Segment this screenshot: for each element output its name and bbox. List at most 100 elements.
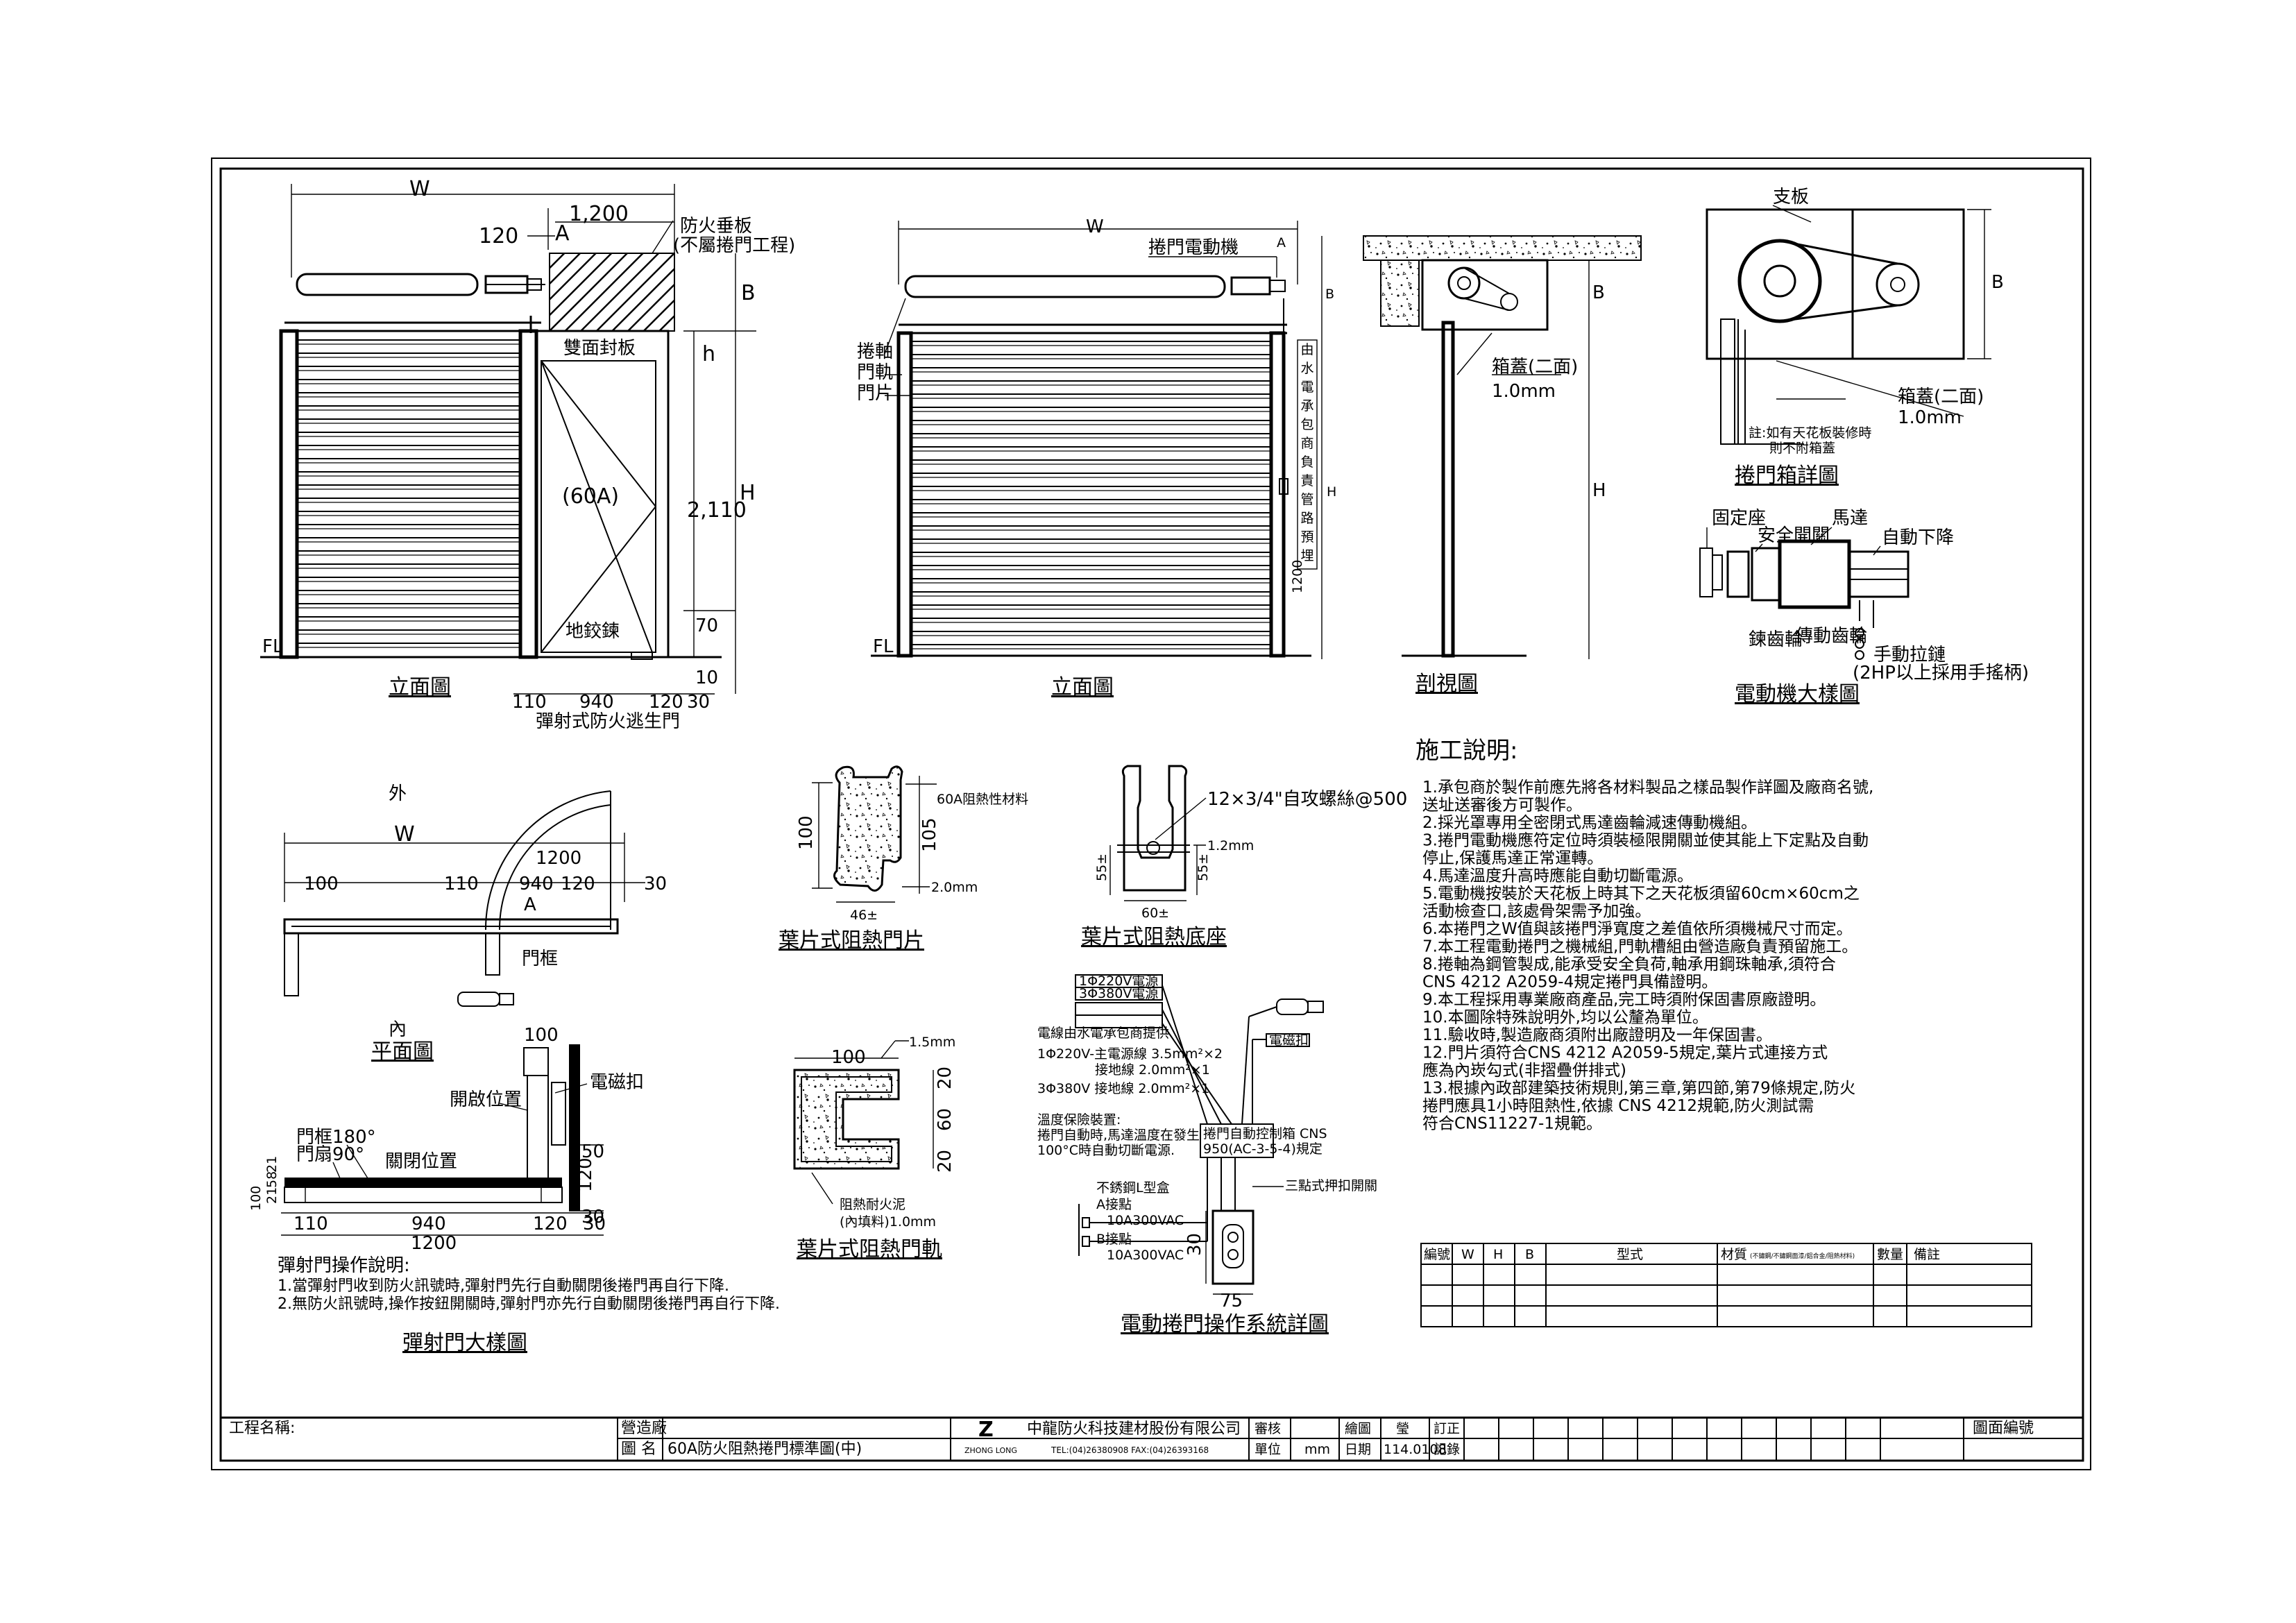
sched-h6: 數量 <box>1877 1247 1903 1262</box>
tb-drawn-by: 瑩 <box>1396 1421 1409 1436</box>
elev-right-power-note: 由水電承包商負責管路預埋 <box>1300 342 1313 563</box>
base-caption: 葉片式阻熱底座 <box>1081 925 1227 949</box>
note-line: 1.承包商於製作前應先將各材料製品之樣品製作詳圖及廠商名號, <box>1422 779 1873 797</box>
slat-caption: 葉片式阻熱門片 <box>779 928 924 953</box>
spring-v100: 100 <box>248 1186 264 1211</box>
tb-record: 記錄 <box>1434 1442 1460 1457</box>
tb-drawing-no: 圖面編號 <box>1973 1420 2034 1437</box>
motor-detail: 固定座 安全開關 馬達 自動下降 鍊齒輪 傳動齒輪 手動拉鏈 (2HP以上採用手… <box>1699 508 2029 706</box>
spring-b1200: 1200 <box>411 1233 457 1254</box>
rail-mortar-1: 阻熱耐火泥 <box>840 1197 905 1212</box>
ctrl-30: 30 <box>1184 1233 1205 1256</box>
box-detail: 支板 B 箱蓋(二面) 1.0mm 註:如有天花板裝修時 則不附箱蓋 捲門箱詳圖 <box>1706 187 2004 488</box>
tb-date-val: 114.0108 <box>1384 1442 1447 1457</box>
elev-left-120: 120 <box>479 224 518 248</box>
sched-h4: 型式 <box>1617 1247 1643 1262</box>
double-panel-label: 雙面封板 <box>563 338 636 359</box>
motor-gear: 傳動齒輪 <box>1795 626 1867 647</box>
construction-notes: 施工說明: 1.承包商於製作前應先將各材料製品之樣品製作詳圖及廠商名號, 送址送… <box>1415 737 1873 1133</box>
motor-seat: 固定座 <box>1712 508 1766 529</box>
spring-open-pos: 開啟位置 <box>450 1089 522 1110</box>
note-line: 7.本工程電動捲門之機械組,門軌槽組由營造廠負責預留施工。 <box>1422 938 1857 956</box>
schedule-table: 編號 W H B 型式 材質 (不鏽鋼/不鏽鋼面漆/鋁合金/阻熱材料) 數量 備… <box>1420 1243 2032 1327</box>
elevation-right: W 捲門電動機 A B 捲軸 門軌 門片 由水電承包商負責管路預埋 1200 H… <box>857 216 1336 699</box>
sched-material-note: (不鏽鋼/不鏽鋼面漆/鋁合金/阻熱材料) <box>1750 1252 1855 1260</box>
ctrl-limit-1: 不銹鋼L型盒 <box>1096 1180 1170 1196</box>
elev-left-w: W <box>409 177 430 201</box>
rail-60: 60 <box>935 1108 955 1131</box>
ctrl-magnet: 電磁扣 <box>1269 1033 1309 1048</box>
note-line: 捲門應具1小時阻熱性,依據 CNS 4212規範,防火測試需 <box>1422 1097 1814 1115</box>
tb-tel: TEL:(04)26380908 FAX:(04)26393168 <box>1051 1445 1209 1455</box>
note-line: 應為內崁勾式(非摺疊併排式) <box>1422 1062 1626 1080</box>
slat-section: 100 105 60A阻熱性材料 2.0mm 46± 葉片式阻熱門片 <box>779 765 1028 953</box>
plan-view: 外 W 1200 100 110 940 120 30 A 門框 內 平面圖 <box>283 783 667 1064</box>
tb-revise: 訂正 <box>1434 1421 1460 1436</box>
elev-left-b110: 110 <box>512 692 547 713</box>
elev-left-a: A <box>555 221 570 246</box>
elev-left-b940: 940 <box>579 692 614 713</box>
box-note-1: 註:如有天花板裝修時 <box>1749 425 1871 441</box>
plan-frame: 門框 <box>522 949 558 969</box>
slat-100: 100 <box>796 815 817 850</box>
spring-leaf-angle: 門扇90° <box>296 1144 364 1165</box>
slats-right <box>912 341 1270 649</box>
sched-h5: 材質 <box>1721 1247 1747 1262</box>
slat-105: 105 <box>919 817 940 852</box>
plan-100: 100 <box>304 874 339 894</box>
slats-left <box>298 339 519 648</box>
sched-h2: H <box>1493 1247 1503 1262</box>
note-line: 10.本圖除特殊說明外,均以公釐為單位。 <box>1422 1009 1708 1027</box>
plan-caption: 平面圖 <box>371 1039 434 1064</box>
note-line: 6.本捲門之W值與該捲門淨寬度之差值依所須機械尺寸而定。 <box>1422 920 1853 938</box>
motor-chain: 手動拉鏈 <box>1873 645 1946 665</box>
note-line: 4.馬達溫度升高時應能自動切斷電源。 <box>1422 867 1693 885</box>
elev-right-b: B <box>1325 287 1334 302</box>
elev-right-slat: 門片 <box>857 383 893 404</box>
tb-check: 審核 <box>1255 1421 1281 1436</box>
elev-left-2110: 2,110 <box>687 498 747 522</box>
spring-b110: 110 <box>294 1214 328 1234</box>
section-slab <box>1363 235 1642 261</box>
spring-b940: 940 <box>411 1214 446 1234</box>
sched-h3: B <box>1525 1247 1534 1262</box>
floor-hinge-label: 地鉸鍊 <box>566 621 620 642</box>
title-block: 工程名稱: 營造廠 圖 名 60A防火阻熱捲門標準圖(中) Z ZHONG LO… <box>221 1416 2083 1461</box>
elev-left-1200: 1,200 <box>569 202 629 226</box>
spring-30v: 30 <box>581 1207 604 1227</box>
elev-right-w: W <box>1086 216 1104 237</box>
spring-120v: 120 <box>575 1157 596 1192</box>
fire-curtain <box>549 253 675 332</box>
ctrl-temp-1: 溫度保險裝置: <box>1037 1112 1121 1128</box>
spring-b30: 30 <box>583 1214 606 1234</box>
control-system: 1Φ220V電源 3Φ380V電源 電線由水電承包商提供 1Φ220V-主電源線… <box>1037 974 1377 1336</box>
ctrl-w1: 1Φ220V-主電源線 3.5mm²×2 <box>1037 1046 1223 1062</box>
tb-unit: 單位 <box>1255 1442 1281 1457</box>
spring-close-pos: 關閉位置 <box>385 1151 457 1172</box>
elev-left-fl: FL <box>262 636 283 657</box>
section-box-cover: 箱蓋(二面) <box>1492 357 1578 377</box>
rail-100: 100 <box>831 1047 866 1068</box>
tb-drawing-name-label: 圖 名 <box>621 1441 656 1458</box>
note-line: 活動檢查口,該處骨架需予加強。 <box>1422 903 1651 921</box>
spring-door-detail: 100 電磁扣 開啟位置 門框180° 門扇90° 關閉位置 50 120 30… <box>248 1025 780 1355</box>
plan-outside: 外 <box>389 783 407 804</box>
outer-border <box>211 158 2091 1470</box>
section-view: B H 箱蓋(二面) 1.0mm 剖視圖 <box>1363 235 1642 696</box>
base-screw: 12×3/4"自攻螺絲@500 <box>1207 789 1407 810</box>
spring-v21: 21 <box>264 1156 280 1173</box>
tb-brand: ZHONG LONG <box>964 1446 1017 1455</box>
rail-caption: 葉片式阻熱門軌 <box>797 1237 942 1261</box>
tb-project-label: 工程名稱: <box>229 1420 295 1437</box>
note-line: 3.捲門電動機應符定位時須裝極限開關並使其能上下定點及自動 <box>1422 832 1869 850</box>
box-b: B <box>1991 272 2004 293</box>
elev-left-b30: 30 <box>687 692 710 713</box>
spring-op-1: 1.當彈射門收到防火訊號時,彈射門先行自動關閉後捲門再自行下降. <box>278 1277 729 1295</box>
spring-b120: 120 <box>533 1214 568 1234</box>
box-note-2: 則不附箱蓋 <box>1769 441 1835 456</box>
fire-curtain-label: 防火垂板 <box>680 216 752 237</box>
note-line: CNS 4212 A2059-4規定捲門具備證明。 <box>1422 974 1717 992</box>
ctrl-switch: 三點式押扣開關 <box>1285 1178 1377 1193</box>
ctrl-box: 捲門自動控制箱 CNS <box>1203 1126 1327 1141</box>
